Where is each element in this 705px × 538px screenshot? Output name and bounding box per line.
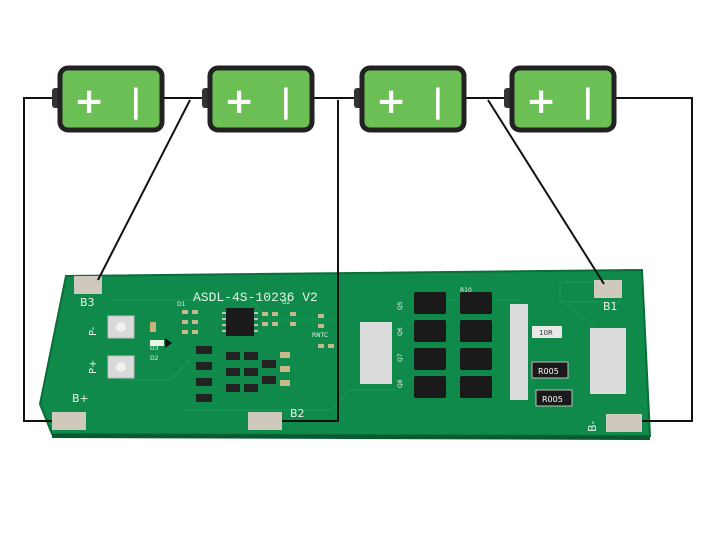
label-d1: D1 xyxy=(177,301,186,308)
battery-2: + | xyxy=(202,65,315,133)
battery-minus-sign: | xyxy=(582,82,594,121)
label-b-minus: B- xyxy=(586,420,599,432)
label-q7: Q7 xyxy=(397,353,404,362)
battery-minus-sign: | xyxy=(432,82,444,121)
label-q8: Q8 xyxy=(397,379,404,388)
label-b1: B1 xyxy=(603,300,618,313)
label-r10: R10 xyxy=(460,287,472,294)
battery-4: + | xyxy=(504,65,617,133)
smd-cluster xyxy=(182,310,334,348)
pad-b1 xyxy=(594,280,622,298)
battery-body xyxy=(57,65,165,133)
label-u2: U2 xyxy=(282,299,290,306)
resistor-10r xyxy=(532,326,562,338)
battery-body xyxy=(207,65,315,133)
pad-b3 xyxy=(74,276,102,294)
mosfet-q6 xyxy=(414,320,446,342)
wire-b-minus xyxy=(614,97,693,422)
mosfet-q8 xyxy=(414,376,446,398)
smd-cap xyxy=(150,322,156,332)
resistor-10r-label: 10R xyxy=(539,329,553,337)
pad-b2 xyxy=(248,412,282,430)
label-q5: Q5 xyxy=(397,301,404,310)
mosfet-q5 xyxy=(414,292,446,314)
mosfet-q4 xyxy=(460,376,492,398)
pcb-body xyxy=(38,268,652,438)
diode-symbol xyxy=(165,338,172,348)
controller-ic xyxy=(226,308,254,336)
battery-body xyxy=(359,65,467,133)
pcb-board: ASDL-4S-10236 V2 B3 B2 B1 B+ B- P- P+ D3… xyxy=(38,268,652,440)
label-b2: B2 xyxy=(290,407,305,420)
test-point-grid-right xyxy=(510,304,626,400)
resistor-r005-bottom-label: R005 xyxy=(542,395,563,404)
mosfet-q2 xyxy=(460,320,492,342)
wire-b2 xyxy=(282,100,339,422)
controller-ic-pins xyxy=(222,312,258,332)
label-ntc: RNTC xyxy=(312,332,328,339)
wire-b3 xyxy=(97,99,191,281)
battery-plus-sign: + xyxy=(224,81,254,122)
battery-plus-sign: + xyxy=(376,81,406,122)
label-p-minus: P- xyxy=(88,326,99,336)
battery-minus-sign: | xyxy=(130,82,142,121)
board-title: ASDL-4S-10236 V2 xyxy=(193,290,318,305)
battery-body xyxy=(509,65,617,133)
pad-b-minus xyxy=(606,414,642,432)
wires xyxy=(23,97,693,422)
resistor-r005-top-label: R005 xyxy=(538,367,559,376)
resistor-r005-top xyxy=(531,361,569,379)
pad-p-plus-hole xyxy=(116,362,126,372)
mosfet-q7 xyxy=(414,348,446,370)
battery-1: + | xyxy=(52,65,165,133)
mosfet-array xyxy=(414,292,492,398)
resistor-array xyxy=(196,346,290,402)
diode xyxy=(150,340,164,346)
mosfet-q1 xyxy=(460,292,492,314)
label-d3: D3 xyxy=(150,345,159,352)
pad-b-plus xyxy=(52,412,86,430)
wire-b-plus xyxy=(23,97,60,422)
label-d2: D2 xyxy=(150,355,159,362)
label-q6: Q6 xyxy=(397,327,404,336)
label-b-plus: B+ xyxy=(72,392,89,405)
wire-b1 xyxy=(487,99,605,285)
label-b3: B3 xyxy=(80,296,95,309)
resistor-r005-bottom xyxy=(535,389,573,407)
battery-minus-sign: | xyxy=(280,82,292,121)
test-point-grid-left xyxy=(360,322,392,384)
battery-plus-sign: + xyxy=(526,81,556,122)
label-p-plus: P+ xyxy=(88,360,99,374)
pad-p-minus-hole xyxy=(116,322,126,332)
battery-3: + | xyxy=(354,65,467,133)
battery-plus-sign: + xyxy=(74,81,104,122)
pcb-shadow xyxy=(52,434,650,440)
mosfet-q3 xyxy=(460,348,492,370)
